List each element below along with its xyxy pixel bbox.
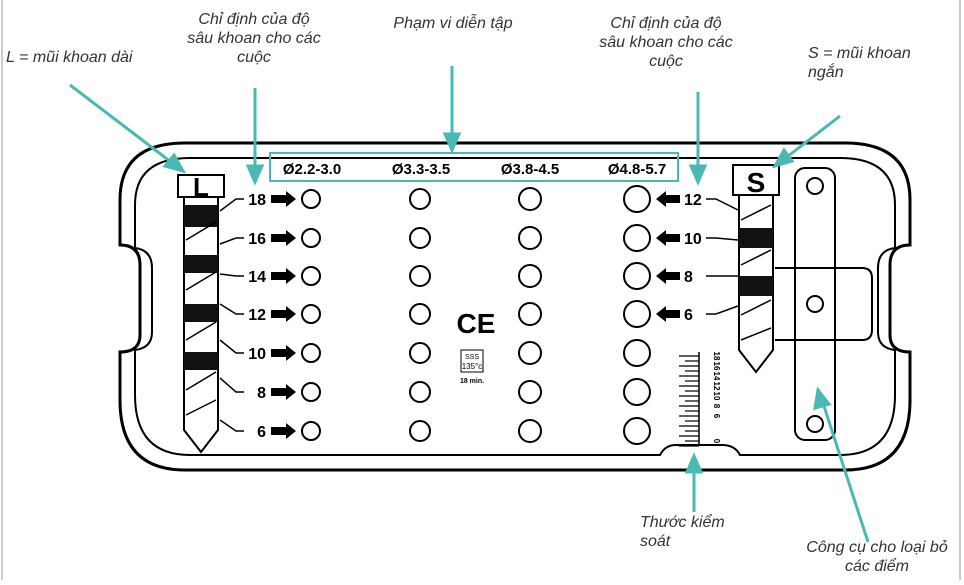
- ruler-tick-label: 16: [712, 362, 721, 371]
- hole-col4-row3: [623, 262, 651, 290]
- depth-label-left: 12: [248, 307, 266, 324]
- depth-label-left: 6: [257, 424, 266, 441]
- hole-col2-row5: [409, 342, 431, 364]
- depth-label-right: 6: [684, 307, 693, 324]
- hole-col3-row1: [518, 187, 542, 211]
- depth-leader-left: [219, 377, 244, 393]
- depth-arrow-left: [271, 384, 296, 400]
- depth-arrow-left: [271, 423, 296, 439]
- hole-col3-row4: [518, 302, 542, 326]
- range-header-4: Ø4.8-5.7: [608, 161, 666, 178]
- hole-col3-row5: [518, 341, 542, 365]
- depth-leader-left: [219, 273, 244, 277]
- depth-arrow-right: [656, 306, 680, 322]
- hole-col4-row2: [623, 224, 651, 252]
- depth-leader-left: [219, 237, 244, 245]
- ruler-tick-label: 12: [712, 382, 721, 391]
- tray-inner-outline: [134, 157, 896, 456]
- hole-col4-row4: [623, 300, 651, 328]
- annotation-arrows: [69, 66, 870, 543]
- depth-label-left: 18: [248, 192, 266, 209]
- range-header-box: [269, 152, 679, 182]
- depth-leader-left: [219, 339, 244, 354]
- annotation-long-drill: L = mũi khoan dài: [6, 49, 133, 66]
- tray-outline: [118, 141, 912, 472]
- hole-col3-row6: [518, 380, 542, 404]
- sterilization-glyph: SSS: [465, 354, 479, 361]
- hole-col1-row4: [301, 304, 321, 324]
- hole-col4-row6: [623, 378, 651, 406]
- depth-arrow-right: [656, 268, 680, 284]
- hole-col4-row1: [623, 185, 651, 213]
- hole-col3-row3: [518, 264, 542, 288]
- depth-leader-right: [706, 198, 739, 211]
- long-drill: L: [177, 172, 225, 454]
- depth-leader-left: [219, 303, 244, 315]
- depth-arrow-left: [271, 191, 296, 207]
- depth-label-left: 10: [248, 346, 266, 363]
- depth-leader-right: [706, 305, 739, 315]
- depth-label-right: 8: [684, 269, 693, 286]
- annotation-control-ruler: Thước kiểm soát: [640, 514, 725, 550]
- ruler-tick-label: 18: [712, 352, 721, 361]
- annotation-drill-range: Phạm vi diễn tập: [393, 15, 513, 32]
- hole-col3-row7: [518, 419, 542, 443]
- ruler-tick-label: 6: [712, 414, 721, 419]
- depth-leader-left: [219, 419, 244, 432]
- hole-col1-row1: [301, 189, 321, 209]
- annotation-stop-remover: Công cụ cho loại bỏ các điểm: [806, 539, 948, 575]
- depth-label-right: 12: [684, 192, 702, 209]
- depth-arrow-left: [271, 345, 296, 361]
- depth-label-left: 16: [248, 231, 266, 248]
- depth-arrow-right: [656, 191, 680, 207]
- depth-label-left: 14: [248, 269, 266, 286]
- hole-col4-row5: [623, 339, 651, 367]
- depth-label-left: 8: [257, 385, 266, 402]
- hole-col2-row7: [409, 420, 431, 442]
- depth-label-right: 10: [684, 231, 702, 248]
- annotation-short-drill: S = mũi khoan ngắn: [808, 45, 911, 81]
- range-header-1: Ø2.2-3.0: [283, 161, 341, 178]
- hole-col2-row2: [409, 227, 431, 249]
- short-drill-label: S: [747, 167, 766, 198]
- depth-leader-right: [706, 237, 739, 241]
- ruler-tick-label: 10: [712, 392, 721, 401]
- hole-col1-row5: [301, 343, 321, 363]
- hole-col1-row6: [301, 382, 321, 402]
- depth-arrow-left: [271, 268, 296, 284]
- ruler-tick-label: 14: [712, 372, 721, 381]
- hole-col1-row2: [301, 228, 321, 248]
- stop-remover-tool: [775, 167, 873, 441]
- range-header-3: Ø3.8-4.5: [501, 161, 559, 178]
- ce-mark: CE: [457, 308, 496, 339]
- hole-col4-row7: [623, 417, 651, 445]
- hole-col2-row3: [409, 265, 431, 287]
- short-drill: S: [732, 164, 780, 374]
- hole-col2-row4: [409, 303, 431, 325]
- depth-leader-left: [219, 198, 244, 212]
- sterilization-temperature: 135°c: [462, 362, 483, 371]
- hole-col1-row7: [301, 421, 321, 441]
- depth-arrow-left: [271, 230, 296, 246]
- range-header-2: Ø3.3-3.5: [392, 161, 450, 178]
- hole-grid: [301, 185, 651, 445]
- hole-col1-row3: [301, 266, 321, 286]
- ruler-tick-label: 0: [712, 439, 721, 444]
- hole-col2-row6: [409, 381, 431, 403]
- hole-col2-row1: [409, 188, 431, 210]
- depth-arrow-left: [271, 306, 296, 322]
- sterilization-symbol: SSS 135°c 18 min.: [460, 349, 484, 385]
- range-headers: Ø2.2-3.0 Ø3.3-3.5 Ø3.8-4.5 Ø4.8-5.7: [283, 161, 666, 178]
- sterilization-time: 18 min.: [460, 378, 484, 385]
- hole-col3-row2: [518, 226, 542, 250]
- ruler-tick-label: 8: [712, 404, 721, 409]
- annotation-depth-right: Chỉ định của độ sâu khoan cho các cuộc: [599, 15, 733, 70]
- annotation-depth-left: Chỉ định của độ sâu khoan cho các cuộc: [187, 11, 321, 66]
- long-drill-label: L: [193, 172, 209, 202]
- depth-arrow-right: [656, 230, 680, 246]
